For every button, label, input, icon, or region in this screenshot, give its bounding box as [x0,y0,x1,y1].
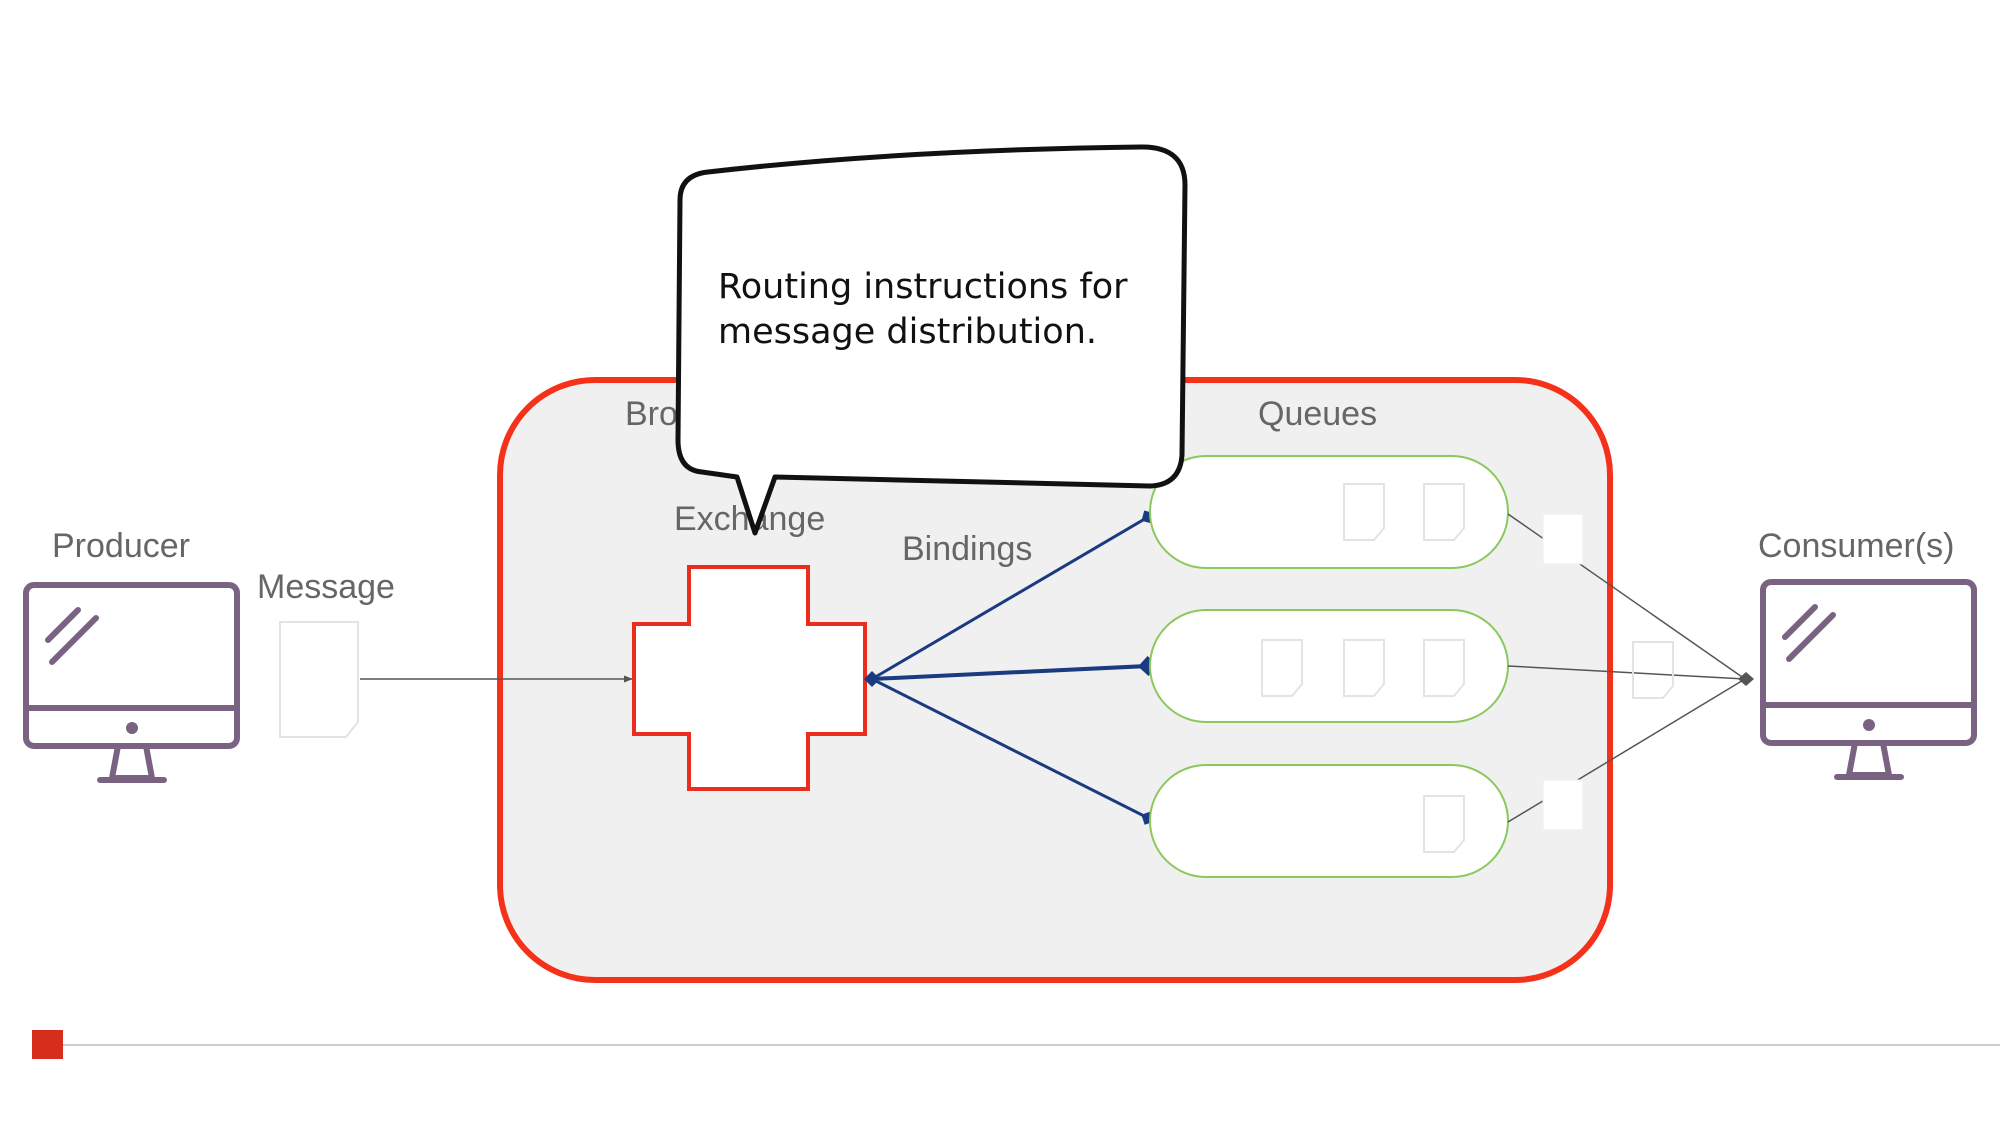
binding-lines [864,510,1158,825]
queue-2 [1149,609,1509,723]
callout-text-line-1: Routing instructions for [718,267,1128,307]
consumer-computer-icon [1760,579,1977,780]
callout-bubble: Routing instructions for message distrib… [675,144,1188,536]
producer-computer-icon [23,582,240,783]
queue-3 [1149,764,1509,878]
consumers-label: Consumer(s) [1758,527,1954,565]
queue-1 [1149,455,1509,569]
callout-text-line-2: message distribution. [718,312,1097,352]
document-icon [1632,641,1674,699]
bindings-label: Bindings [902,530,1032,568]
producer-label: Producer [52,527,190,565]
exchange-shape [632,565,867,791]
in-flight-messages [1542,513,1674,831]
queues-label: Queues [1258,395,1377,433]
message-document-icon [279,621,359,738]
footer-accent-square [32,1030,63,1059]
message-label: Message [257,568,395,606]
